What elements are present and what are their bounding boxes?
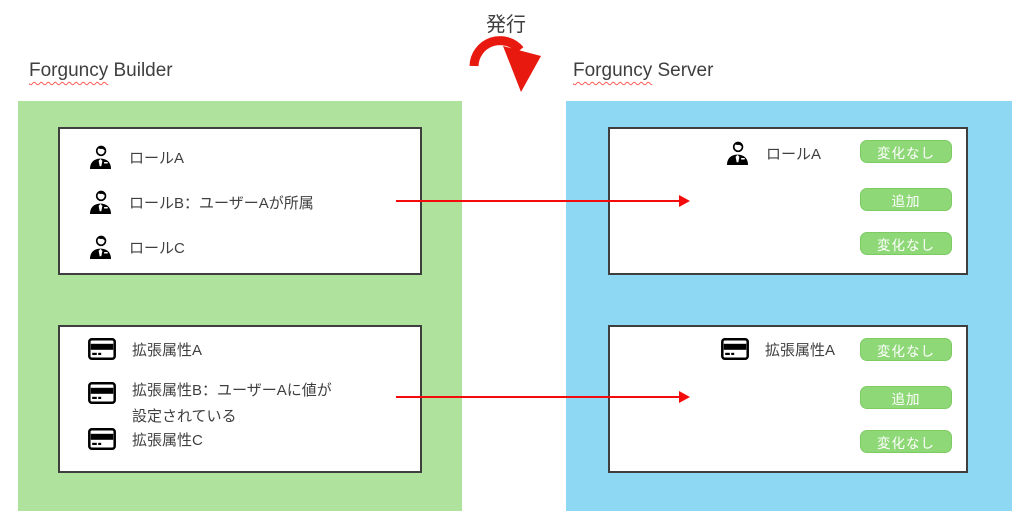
- id-card-icon: [88, 338, 116, 360]
- server-attribute-row: 拡張属性A: [721, 338, 835, 360]
- builder-title: Forguncy Builder: [29, 60, 173, 82]
- publish-label: 発行: [486, 14, 526, 36]
- server-title-brand: Forguncy: [573, 60, 653, 81]
- id-card-icon: [88, 428, 116, 450]
- role-label: ロールC: [129, 239, 185, 257]
- server-title: Forguncy Server: [573, 60, 713, 82]
- server-role-row: ロールA: [725, 141, 821, 165]
- businessman-icon: [88, 145, 113, 169]
- role-list-item: ロールA: [88, 145, 184, 169]
- status-badge: 変化なし: [860, 430, 952, 453]
- builder-roles-box: ロールA ロールB：ユーザーAが所属: [58, 127, 422, 275]
- businessman-icon: [88, 235, 113, 259]
- arrow-head-icon: [679, 195, 690, 207]
- status-badge: 追加: [860, 188, 952, 211]
- status-badge: 変化なし: [860, 338, 952, 361]
- server-title-rest: Server: [652, 60, 714, 81]
- server-attributes-box: 拡張属性A 変化なし 追加 変化なし: [608, 325, 968, 473]
- id-card-icon: [88, 382, 116, 404]
- role-list-item: ロールC: [88, 235, 185, 259]
- status-badge: 変化なし: [860, 232, 952, 255]
- attribute-label: 拡張属性B：ユーザーAに値が 設定されている: [132, 382, 332, 425]
- builder-title-rest: Builder: [108, 60, 173, 81]
- businessman-icon: [88, 190, 113, 214]
- builder-attributes-box: 拡張属性A 拡張属性B：ユーザーAに値が 設定されている: [58, 325, 422, 473]
- status-badge: 変化なし: [860, 140, 952, 163]
- publish-curved-arrow-icon: [469, 36, 541, 92]
- server-attribute-label: 拡張属性A: [765, 341, 836, 359]
- role-sync-arrow: [396, 195, 690, 207]
- attribute-label: 拡張属性C: [132, 431, 203, 449]
- arrow-shaft: [396, 396, 683, 398]
- attribute-list-item: 拡張属性A: [88, 338, 202, 360]
- builder-title-brand: Forguncy: [29, 60, 109, 81]
- role-label: ロールA: [129, 149, 185, 167]
- server-role-label: ロールA: [766, 145, 822, 163]
- attribute-sync-arrow: [396, 391, 690, 403]
- attribute-label: 拡張属性A: [132, 341, 203, 359]
- attribute-list-item: 拡張属性C: [88, 428, 203, 450]
- role-label: ロールB：ユーザーAが所属: [129, 194, 314, 212]
- arrow-head-icon: [679, 391, 690, 403]
- role-list-item: ロールB：ユーザーAが所属: [88, 190, 314, 214]
- status-badge: 追加: [860, 386, 952, 409]
- arrow-shaft: [396, 200, 683, 202]
- businessman-icon: [725, 141, 750, 165]
- attribute-list-item: 拡張属性B：ユーザーAに値が 設定されている: [88, 382, 332, 430]
- id-card-icon: [721, 338, 749, 360]
